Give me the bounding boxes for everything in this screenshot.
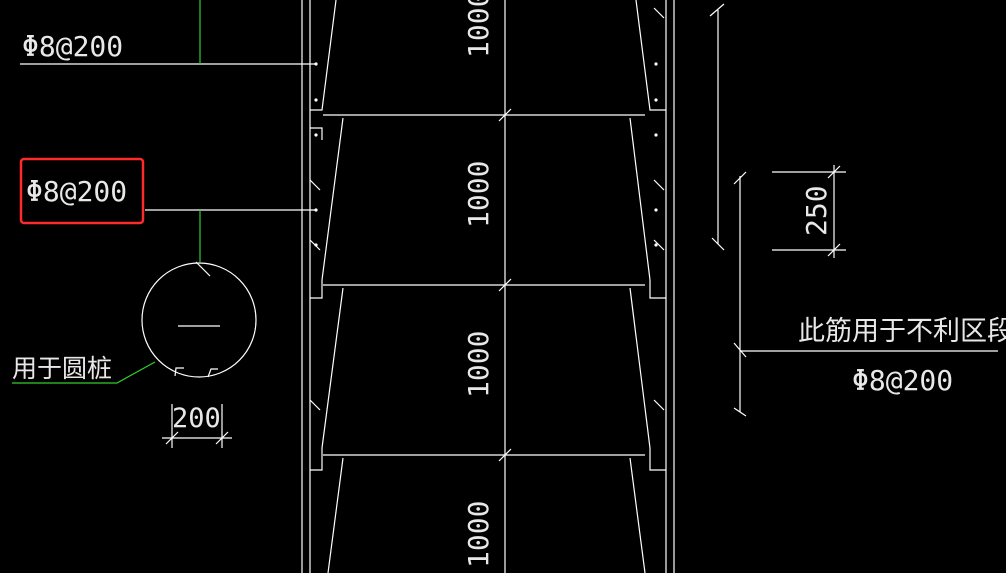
pile-dim-tick-right xyxy=(215,431,229,445)
rebar-label-top: Φ8@200 xyxy=(22,30,123,63)
spacing-dimension xyxy=(772,165,846,258)
segment-length-3: 1000 xyxy=(462,331,495,398)
rebar-label-right: Φ8@200 xyxy=(852,364,953,397)
leader-tick-right xyxy=(733,342,747,358)
pile-note: 用于圆桩 xyxy=(12,354,112,383)
green-leader-pile xyxy=(12,361,156,384)
highlight-box xyxy=(19,157,145,225)
round-pile-section xyxy=(141,262,257,378)
rebar-zone-markers xyxy=(709,3,747,417)
pile-dim-tick-left xyxy=(165,431,179,445)
pile-hooks xyxy=(174,367,218,378)
pile-dimension: 200 xyxy=(172,403,221,434)
spacing-dimension-label: 250 xyxy=(800,185,833,236)
segment-length-4: 1000 xyxy=(462,501,495,568)
segment-length-2: 1000 xyxy=(462,161,495,228)
pile-tick xyxy=(195,261,211,277)
rebar-label-mid: Φ8@200 xyxy=(26,175,127,208)
unfavorable-section-note: 此筋用于不利区段 xyxy=(798,316,1006,347)
pile-segments xyxy=(301,0,675,573)
segment-length-1: 1000 xyxy=(462,0,495,58)
